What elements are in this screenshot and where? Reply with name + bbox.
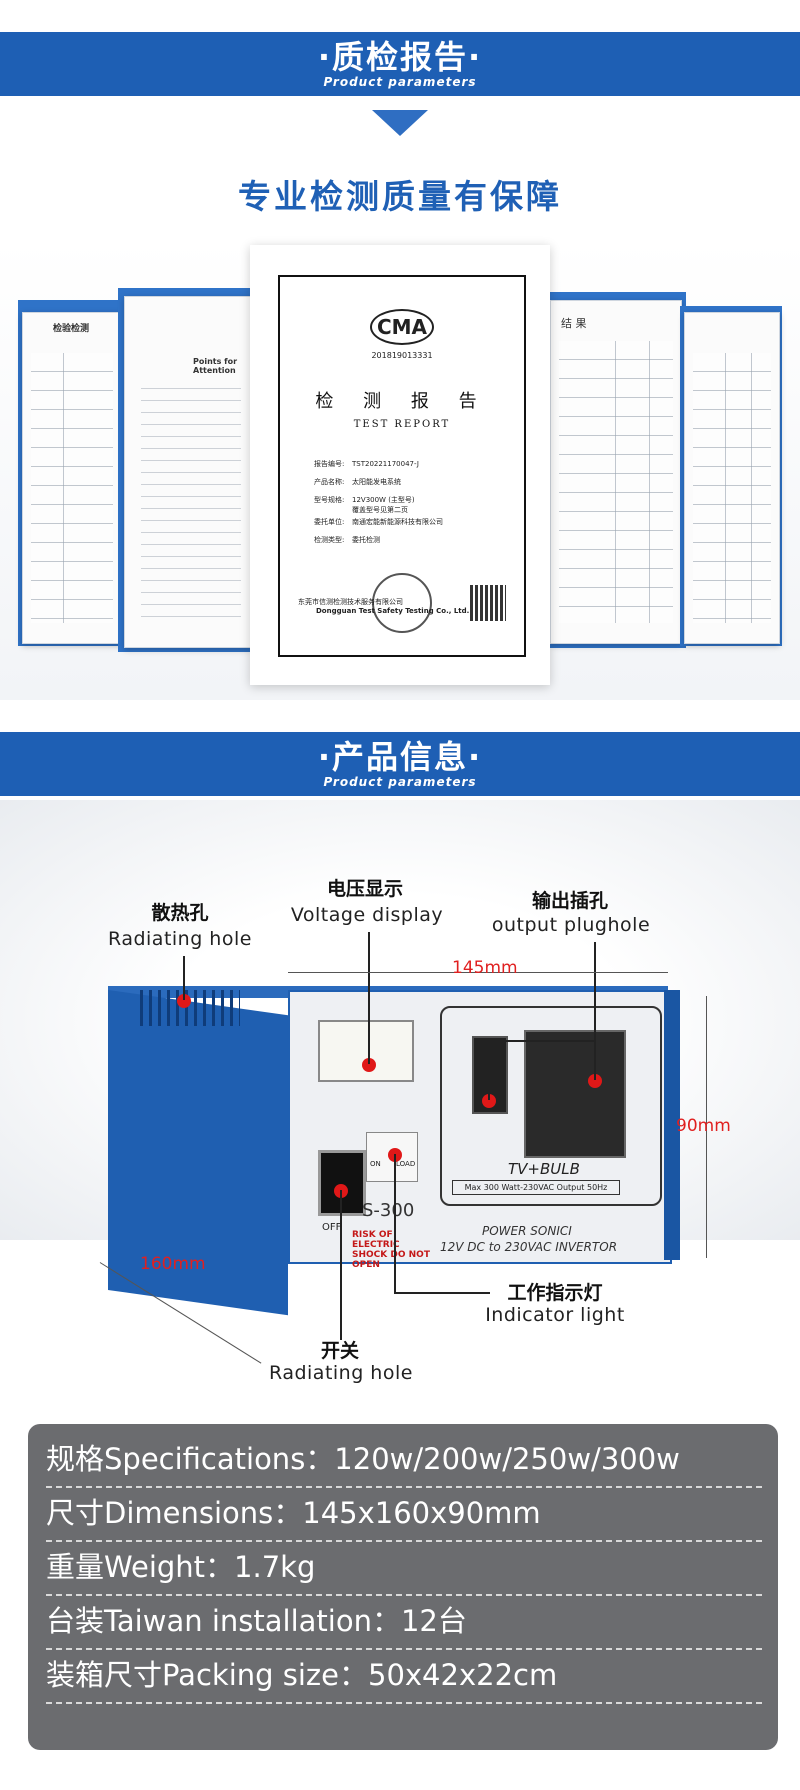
- callout-dot: [588, 1074, 602, 1088]
- switch-label-cn: 开关: [320, 1340, 359, 1362]
- load-label: LOAD: [396, 1160, 416, 1168]
- doc-left-1: 检验检测: [22, 312, 122, 644]
- spec-row: 尺寸Dimensions：145x160x90mm: [46, 1486, 762, 1542]
- voltage-label-cn: 电压显示: [326, 878, 403, 900]
- vent-holes-icon: [140, 990, 240, 1026]
- company-cn: 东莞市信测检测技术服务有限公司: [298, 598, 403, 606]
- cma-number: 201819013331: [371, 351, 433, 360]
- output-label-en: output plughole: [491, 914, 651, 936]
- qr-code-icon: [470, 585, 506, 621]
- depth-dimension: 160mm: [140, 1254, 206, 1274]
- doc-right-2: [684, 312, 780, 644]
- device-right-side: [664, 990, 680, 1260]
- product-banner-subtitle: Product parameters: [323, 775, 477, 789]
- product-banner-title: ·产品信息·: [317, 738, 483, 776]
- product-banner: ·产品信息· Product parameters: [0, 732, 800, 796]
- doc-left-page-title: Points for Attention: [193, 357, 238, 375]
- power-switch[interactable]: [318, 1150, 366, 1216]
- report-frame: CMA 201819013331 检 测 报 告 TEST REPORT 报告编…: [278, 275, 526, 657]
- doc-right-1: 结 果: [550, 300, 682, 644]
- doc-right-header: 结 果: [561, 317, 587, 330]
- spec-row: 重量Weight：1.7kg: [46, 1540, 762, 1596]
- doc-left-2: Points for Attention: [124, 296, 252, 648]
- on-label: ON: [370, 1160, 381, 1168]
- report-field: 报告编号:TST20221170047-J: [314, 460, 419, 468]
- cma-logo: CMA: [370, 309, 434, 345]
- company-en: Dongguan Test Safety Testing Co., Ltd.: [316, 607, 470, 615]
- report-title-en: TEST REPORT: [353, 419, 451, 430]
- brand-label: POWER SONICI: [482, 1224, 572, 1238]
- seal-stamp-icon: [372, 573, 432, 633]
- output-label-cn: 输出插孔: [531, 890, 608, 912]
- quality-banner-title: ·质检报告·: [317, 38, 483, 76]
- indicator-label-cn: 工作指示灯: [507, 1282, 603, 1304]
- inverter-label: 12V DC to 230VAC INVERTOR: [440, 1240, 618, 1254]
- quality-slogan: 专业检测质量有保障: [238, 177, 562, 216]
- spec-row: 装箱尺寸Packing size：50x42x22cm: [46, 1648, 762, 1704]
- spec-panel: 规格Specifications：120w/200w/250w/300w 尺寸D…: [28, 1424, 778, 1750]
- report-title-cn: 检 测 报 告: [315, 391, 489, 412]
- warning-label: RISK OF ELECTRIC SHOCK DO NOT OPEN: [352, 1230, 430, 1270]
- radiating-hole-label-cn: 散热孔: [151, 902, 209, 924]
- quality-banner-subtitle: Product parameters: [323, 75, 477, 89]
- tv-bulb-label: TV+BULB: [508, 1160, 580, 1178]
- indicator-label-en: Indicator light: [485, 1304, 625, 1326]
- voltmeter-icon: [318, 1020, 414, 1082]
- callout-dot: [177, 994, 191, 1008]
- down-arrow-icon: [372, 110, 428, 136]
- switch-label-en: Radiating hole: [269, 1362, 413, 1384]
- width-dimension-line: [288, 972, 668, 973]
- report-field: 覆盖型号见第二页: [352, 506, 408, 514]
- model-label: S-300: [362, 1200, 415, 1221]
- spec-row: 台装Taiwan installation：12台: [46, 1594, 762, 1650]
- report-field: 型号规格:12V300W (主型号): [314, 496, 415, 504]
- callout-dot: [482, 1094, 496, 1108]
- quality-banner: ·质检报告· Product parameters: [0, 32, 800, 96]
- height-dimension-line: [706, 996, 707, 1258]
- doc-left-header: 检验检测: [53, 324, 90, 334]
- voltage-label-en: Voltage display: [290, 904, 444, 926]
- height-dimension: 90mm: [676, 1116, 731, 1136]
- max-output-label: Max 300 Watt-230VAC Output 50Hz: [452, 1180, 620, 1195]
- report-field: 产品名称:太阳能发电系统: [314, 478, 401, 486]
- width-dimension: 145mm: [452, 958, 518, 978]
- report-field: 检测类型:委托检测: [314, 536, 380, 544]
- test-report: CMA 201819013331 检 测 报 告 TEST REPORT 报告编…: [250, 245, 550, 685]
- outlet-frame: [440, 1006, 662, 1206]
- callout-dot: [362, 1058, 376, 1072]
- off-label: OFF: [322, 1222, 342, 1233]
- universal-socket-icon: [524, 1030, 626, 1158]
- report-field: 委托单位:南通宏能新能源科技有限公司: [314, 518, 443, 526]
- radiating-hole-label-en: Radiating hole: [108, 928, 252, 950]
- spec-row: 规格Specifications：120w/200w/250w/300w: [46, 1432, 762, 1488]
